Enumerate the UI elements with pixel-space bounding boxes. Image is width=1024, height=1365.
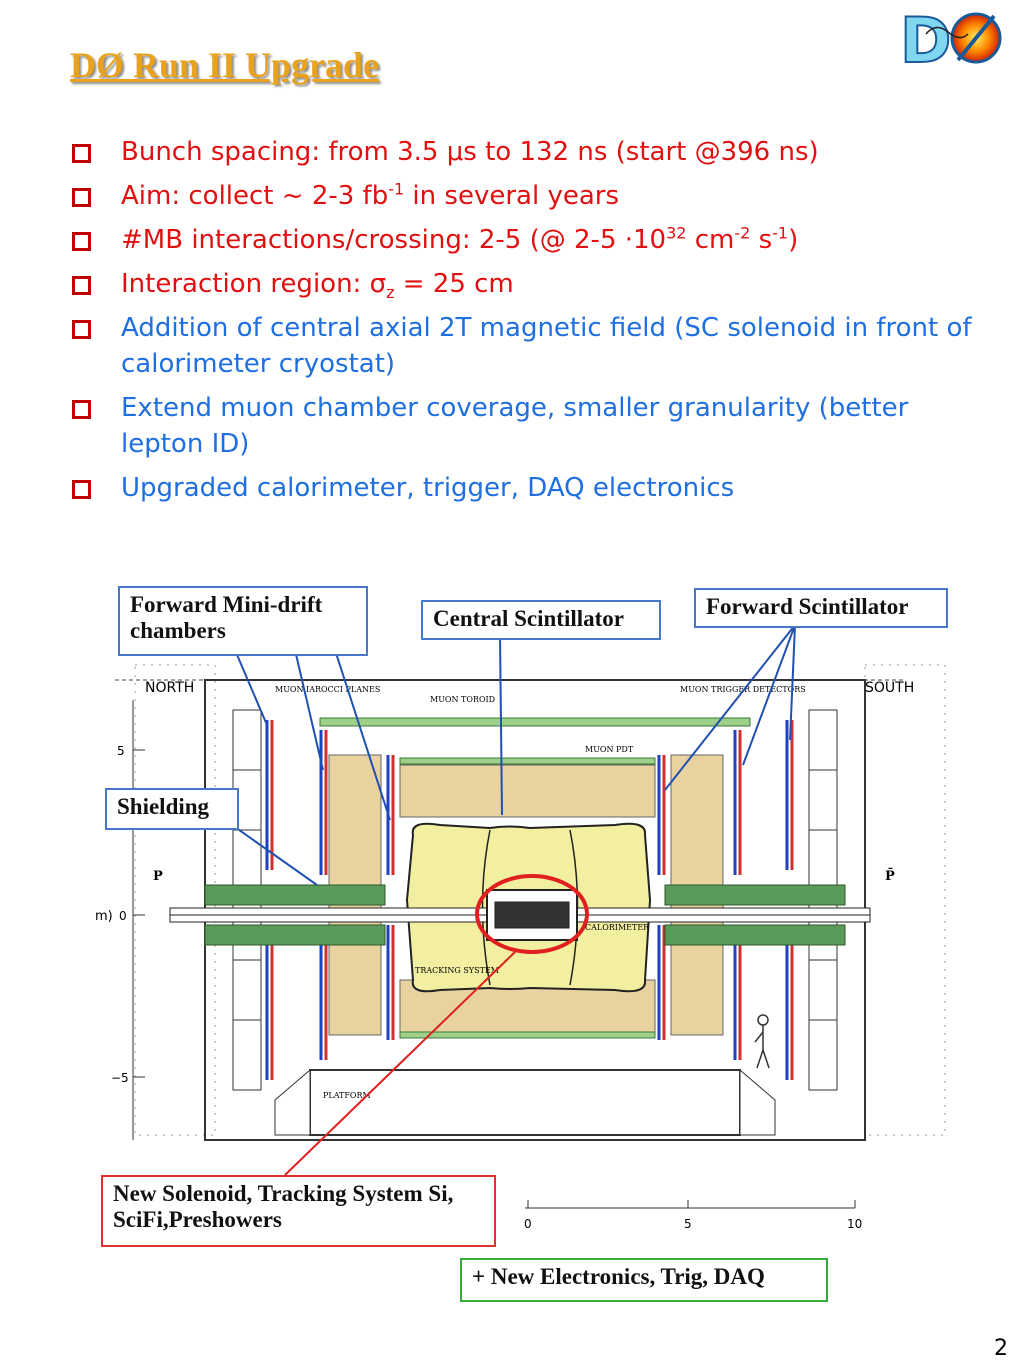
bullet-square-icon xyxy=(72,320,91,339)
x-tick: 5 xyxy=(684,1217,692,1231)
bullet-item: Aim: collect ~ 2-3 fb-1 in several years xyxy=(72,178,982,214)
bullet-item: Bunch spacing: from 3.5 μs to 132 ns (st… xyxy=(72,134,982,170)
bullet-text: Aim: collect ~ 2-3 fb-1 in several years xyxy=(121,179,619,211)
bullet-text: Addition of central axial 2T magnetic fi… xyxy=(121,313,972,379)
x-tick: 10 xyxy=(847,1217,862,1231)
page-number: 2 xyxy=(994,1336,1008,1361)
ground-left xyxy=(134,664,216,1136)
calorimeter-label: CALORIMETER xyxy=(585,923,650,932)
bullet-square-icon xyxy=(72,480,91,499)
callout-arrows xyxy=(224,624,796,886)
bullet-square-icon xyxy=(72,400,91,419)
south-label: SOUTH xyxy=(865,680,914,696)
callout-central-scintillator: Central Scintillator xyxy=(421,600,661,640)
callout-forward-mini-drift: Forward Mini-drift chambers xyxy=(118,586,368,656)
north-label: NORTH xyxy=(145,680,194,696)
tracking-label: TRACKING SYSTEM xyxy=(415,966,499,975)
x-tick: 0 xyxy=(524,1217,532,1231)
callout-forward-scintillator: Forward Scintillator xyxy=(694,588,948,628)
muon-trigger-label: MUON TRIGGER DETECTORS xyxy=(680,685,806,694)
bullet-item: Extend muon chamber coverage, smaller gr… xyxy=(72,390,982,462)
muon-iarocci-label: MUON IAROCCI PLANES xyxy=(275,685,380,694)
y-tick: 5 xyxy=(117,744,125,758)
bullet-square-icon xyxy=(72,232,91,251)
y-axis-unit: m) xyxy=(95,909,113,924)
muon-toroid-label: MUON TOROID xyxy=(430,695,495,704)
muon-pdt-label: MUON PDT xyxy=(585,745,634,754)
pbar-label: P̄ xyxy=(885,867,895,884)
bullet-item: Interaction region: σz = 25 cm xyxy=(72,266,982,302)
y-tick: 0 xyxy=(119,909,127,923)
callout-shielding: Shielding xyxy=(105,788,239,830)
bullet-text: Bunch spacing: from 3.5 μs to 132 ns (st… xyxy=(121,137,819,167)
y-tick: −5 xyxy=(111,1071,129,1085)
bullet-text: Interaction region: σz = 25 cm xyxy=(121,269,514,303)
person-icon xyxy=(754,1014,770,1069)
svg-text:D: D xyxy=(900,4,951,70)
new-solenoid-ring xyxy=(475,874,589,954)
bullet-item: Addition of central axial 2T magnetic fi… xyxy=(72,310,982,382)
platform-label: PLATFORM xyxy=(323,1091,371,1100)
bullet-square-icon xyxy=(72,188,91,207)
bullet-text: Upgraded calorimeter, trigger, DAQ elect… xyxy=(121,473,735,503)
ground-right xyxy=(864,664,946,1136)
callout-new-electronics: + New Electronics, Trig, DAQ xyxy=(460,1258,828,1302)
bullet-item: #MB interactions/crossing: 2-5 (@ 2-5 ·1… xyxy=(72,222,982,258)
callout-new-solenoid: New Solenoid, Tracking System Si, SciFi,… xyxy=(101,1175,496,1247)
solenoid-arrow xyxy=(284,951,516,1176)
toroid-top xyxy=(399,764,656,818)
bullet-square-icon xyxy=(72,276,91,295)
detector-diagram: NORTH SOUTH MUON IAROCCI PLANES MUON TOR… xyxy=(95,624,946,1231)
bullet-square-icon xyxy=(72,144,91,163)
page-title: DØ Run II Upgrade xyxy=(70,45,380,85)
p-label: P xyxy=(153,869,163,884)
bullet-list: Bunch spacing: from 3.5 μs to 132 ns (st… xyxy=(72,134,982,514)
d0-logo-icon: D xyxy=(899,4,1002,70)
bullet-item: Upgraded calorimeter, trigger, DAQ elect… xyxy=(72,470,982,506)
bullet-text: #MB interactions/crossing: 2-5 (@ 2-5 ·1… xyxy=(121,223,799,255)
bullet-text: Extend muon chamber coverage, smaller gr… xyxy=(121,393,909,459)
